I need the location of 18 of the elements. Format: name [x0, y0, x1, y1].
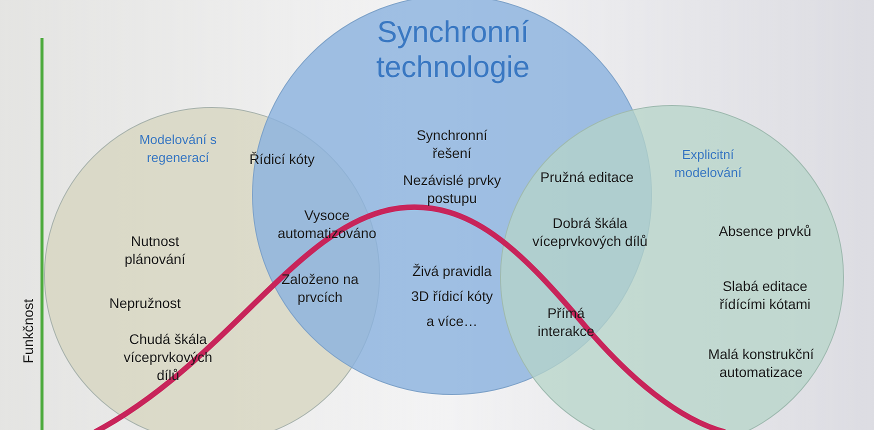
axis-title: Funkčnost: [18, 298, 37, 366]
item-text: Dobrá škála víceprvkových dílů: [531, 214, 649, 250]
circle-title: Modelování s regenerací: [138, 131, 218, 166]
item-text: 3D řídicí kóty: [410, 287, 494, 306]
item-text: Nutnost plánování: [124, 232, 186, 268]
item-text: a více…: [425, 312, 479, 330]
item-text: Řídicí kóty: [248, 150, 316, 168]
item-text: Nepružnost: [108, 294, 182, 312]
item-text: Slabá editace řídícími kótami: [718, 277, 812, 314]
item-text: Malá konstrukční automatizace: [707, 345, 815, 382]
circle-title: Synchronní technologie: [375, 16, 531, 85]
circle-title: Explicitní modelování: [673, 146, 743, 182]
item-text: Živá pravidla: [411, 262, 493, 280]
item-text: Synchronní řešení: [416, 126, 488, 162]
item-text: Absence prvků: [718, 222, 812, 240]
item-text: Založeno na prvcích: [280, 270, 360, 306]
item-text: Nezávislé prvky postupu: [402, 171, 502, 208]
item-text: Pružná editace: [539, 168, 635, 186]
